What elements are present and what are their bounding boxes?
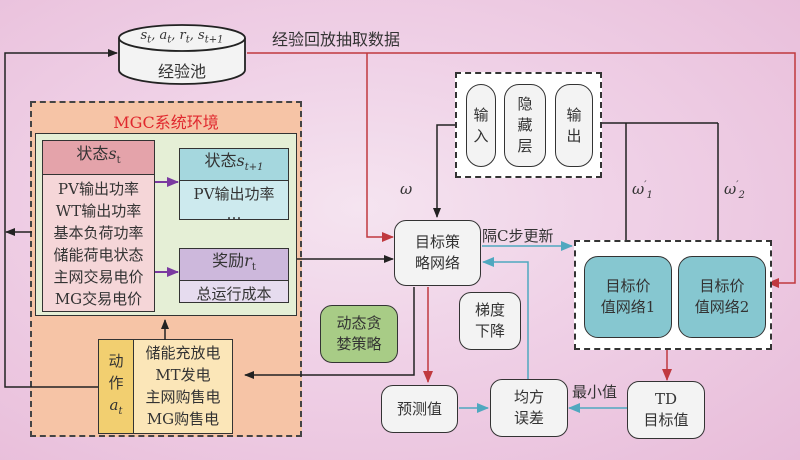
target-value-group: 目标价 值网络1 目标价 值网络2 [574,240,772,350]
state-item: WT输出功率 [55,202,142,221]
mean-squared-error: 均方 误差 [490,379,568,437]
state-item: MG交易电价 [54,290,143,309]
next-state-item: PV输出功率 [193,185,275,204]
prediction-value: 预测值 [381,385,458,433]
layer-output: 输 出 [555,84,593,167]
state-item: 主网交易电价 [53,268,144,287]
target-value-network-1: 目标价 值网络1 [584,256,672,338]
reward-header: 奖励rt [180,249,288,282]
action-label: 动 作 at [99,340,134,433]
action-item: 主网购售电 [145,388,221,406]
action-box: 动 作 at 储能充放电 MT发电 主网购售电 MG购售电 [98,339,233,434]
action-item: 储能充放电 [145,344,221,362]
state-header: 状态st [43,141,154,176]
next-state-item: … [226,205,242,224]
reward-table: 奖励rt 总运行成本 [179,248,289,303]
reward-item: 总运行成本 [196,285,272,304]
pool-label: 经验池 [157,62,206,81]
layer-input: 输 入 [466,84,496,167]
omega-label: ω [400,180,413,198]
state-item: PV输出功率 [58,180,139,199]
cylinder-icon [118,24,246,85]
state-item: 基本负荷功率 [53,224,144,243]
state-item: 储能荷电状态 [53,246,144,265]
state-items: PV输出功率 WT输出功率 基本负荷功率 储能荷电状态 主网交易电价 MG交易电… [43,175,154,310]
min-value-label: 最小值 [572,383,618,401]
omega-line [433,124,455,218]
next-state-items: PV输出功率 … [180,181,288,224]
layer-hidden: 隐 藏 层 [504,84,546,167]
target-policy-network: 目标策 略网络 [394,220,481,286]
next-state-table: 状态st+1 PV输出功率 … [179,148,289,223]
reward-items: 总运行成本 [180,281,288,305]
next-state-header: 状态st+1 [180,149,288,182]
action-item: MT发电 [155,366,211,384]
replay-label: 经验回放抽取数据 [272,30,401,49]
gradient-descent: 梯度 下降 [459,292,521,350]
target-value-network-2: 目标价 值网络2 [678,256,766,338]
dynamic-greedy-policy: 动态贪 婪策略 [320,305,398,363]
network-structure: 输 入 隐 藏 层 输 出 [455,72,602,178]
td-target-value: TD 目标值 [627,381,705,439]
experience-pool: st, at, rt, st+1 经验池 [117,22,247,86]
omega1-label: ω′1 [632,180,653,201]
replay-to-policy-line [366,53,394,242]
pool-symbols: st, at, rt, st+1 [140,28,224,46]
action-items: 储能充放电 MT发电 主网购售电 MG购售电 [134,340,232,433]
environment-title: MGC系统环境 [113,113,219,132]
state-table: 状态st PV输出功率 WT输出功率 基本负荷功率 储能荷电状态 主网交易电价 … [42,140,155,312]
update-every-c-label: 隔C步更新 [482,227,554,245]
omega2-label: ω′2 [724,180,745,201]
action-item: MG购售电 [146,410,220,428]
